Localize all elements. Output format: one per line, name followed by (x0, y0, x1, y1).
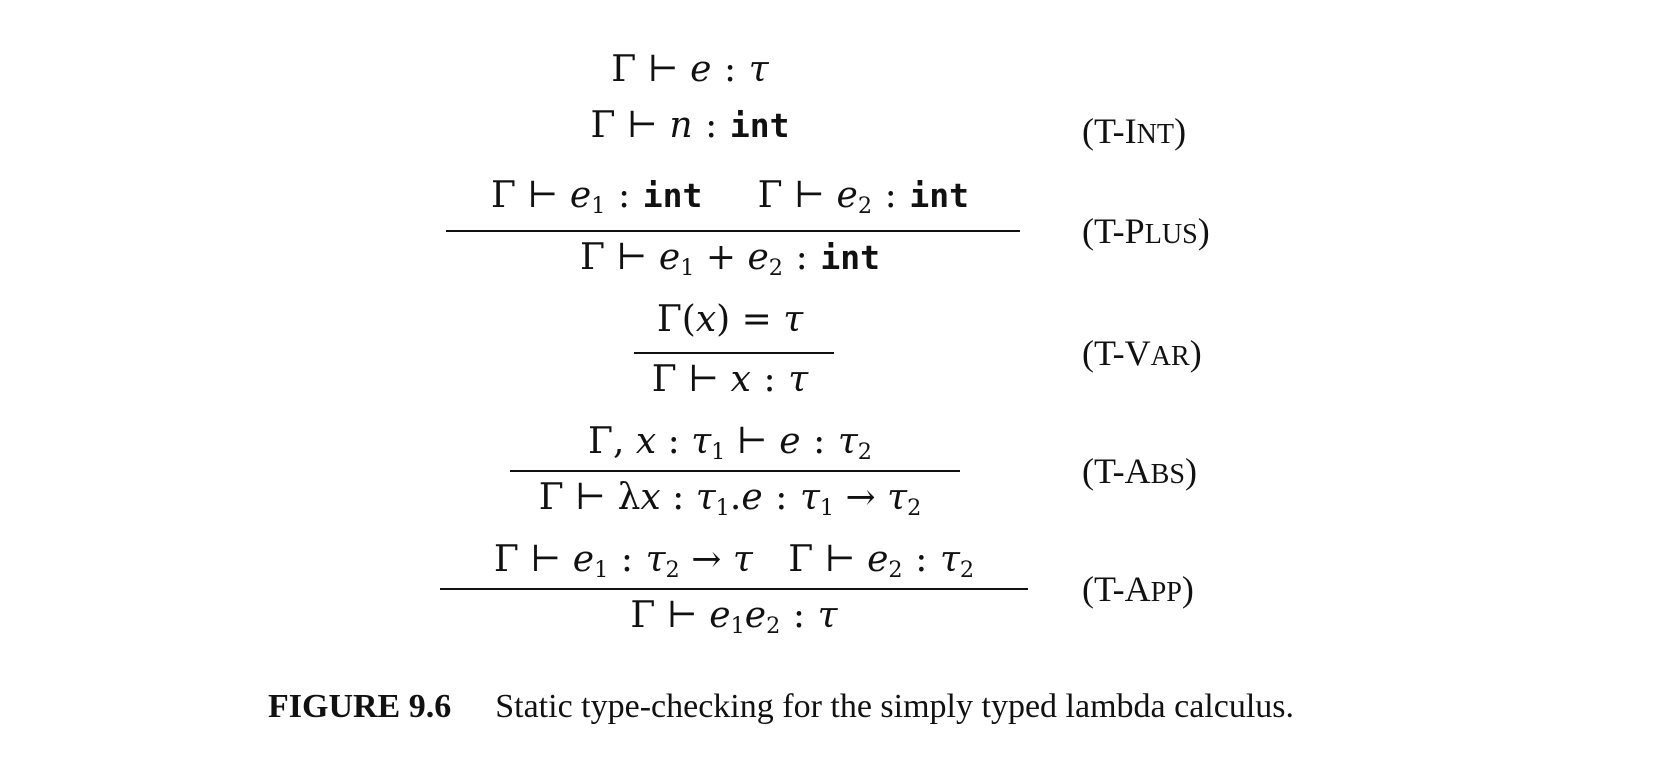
figure-caption: FIGURE 9.6 Static type-checking for the s… (268, 688, 1294, 726)
t-abs-inference-bar (510, 470, 960, 472)
t-app-inference-bar (440, 588, 1028, 590)
t-abs-conclusion: Γ ⊢ λx : τ1.e:τ1 → τ2 (538, 477, 922, 522)
rule-name-t-abs: (T-ABS) (1082, 451, 1198, 491)
rule-name-t-app: (T-APP) (1082, 569, 1194, 609)
t-var-inference-bar (634, 352, 834, 354)
t-plus-inference-bar (446, 230, 1020, 232)
judgement-form-line: Γ ⊢ e:τ (611, 49, 769, 90)
figure-caption-text: Static type-checking for the simply type… (495, 688, 1295, 725)
t-plus-premises: Γ ⊢ e1:int Γ ⊢ e2:int (491, 175, 969, 220)
figure-label: FIGURE 9.6 (268, 688, 452, 725)
t-abs-premise: Γ, x : τ1 ⊢ e:τ2 (588, 421, 872, 466)
rule-name-t-var: (T-VAR) (1082, 333, 1202, 373)
t-var-conclusion: Γ ⊢ x:τ (651, 359, 809, 400)
t-plus-conclusion: Γ ⊢ e1 + e2:int (580, 237, 880, 282)
rule-name-t-plus: (T-PLUS) (1082, 211, 1210, 251)
t-app-premises: Γ ⊢ e1:τ2 → τ Γ ⊢ e2:τ2 (493, 539, 975, 584)
t-app-conclusion: Γ ⊢ e1e2:τ (630, 595, 838, 640)
t-var-premise: Γ(x) = τ (656, 299, 804, 340)
rule-name-t-int: (T-INT) (1082, 111, 1187, 151)
t-int-conclusion: Γ ⊢ n:int (590, 105, 790, 146)
